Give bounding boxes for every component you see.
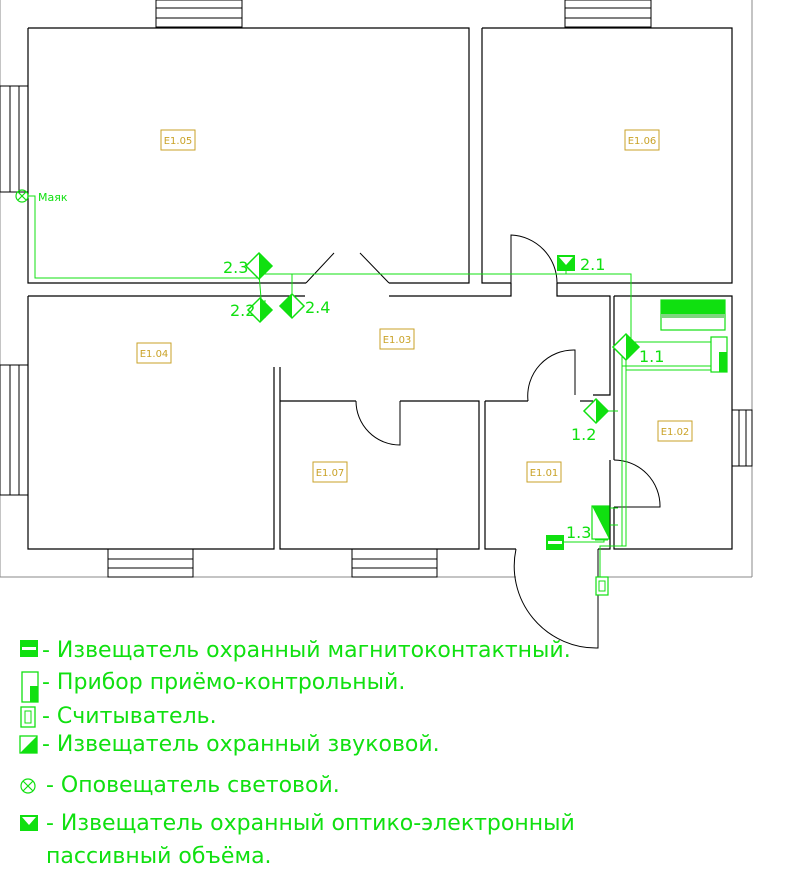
sound-detector-icon <box>278 292 306 320</box>
sound-detector-icon <box>582 397 610 425</box>
wiring <box>28 195 714 577</box>
sound-detector-icon <box>246 296 274 324</box>
control-panel-icon <box>21 671 39 703</box>
room-label: E1.01 <box>530 468 559 479</box>
magnetic-contact-icon <box>20 640 38 657</box>
room-label: E1.07 <box>316 468 345 479</box>
room-e1-05: E1.05 <box>160 129 196 151</box>
volume-detector-icon <box>557 255 575 271</box>
device-label: 1.3 <box>566 523 591 542</box>
device-label: 2.4 <box>305 298 330 317</box>
room-label: E1.04 <box>140 349 169 360</box>
sound-detector-icon <box>244 251 274 281</box>
device-label: 1.2 <box>571 425 596 444</box>
sound-detector-icon <box>591 505 610 540</box>
devices: Маяк 2.1 2.3 2.2 2.4 1.1 <box>15 189 728 596</box>
reader-icon <box>20 706 36 728</box>
volume-detector-icon <box>20 815 38 831</box>
device-label: 2.3 <box>223 258 248 277</box>
room-e1-04: E1.04 <box>136 342 172 364</box>
windows <box>0 0 753 578</box>
sound-detector-icon <box>611 332 641 362</box>
room-e1-03: E1.03 <box>379 328 415 350</box>
room-e1-02: E1.02 <box>657 420 693 442</box>
room-label: E1.03 <box>383 335 412 346</box>
light-beacon-icon <box>15 189 29 203</box>
room-e1-06: E1.06 <box>624 129 660 151</box>
light-beacon-icon <box>20 778 36 794</box>
device-label: 1.1 <box>639 347 664 366</box>
room-label: E1.02 <box>661 427 690 438</box>
walls <box>27 27 733 550</box>
sound-detector-icon <box>19 735 38 754</box>
beacon-label: Маяк <box>38 191 68 204</box>
legend-icons <box>19 640 39 831</box>
building-outline <box>0 0 753 578</box>
reader-icon <box>595 576 609 596</box>
room-e1-01: E1.01 <box>526 461 562 483</box>
device-label: 2.1 <box>580 255 605 274</box>
device-label: 2.2 <box>230 301 255 320</box>
magnetic-contact-icon <box>546 535 564 550</box>
room-label: E1.05 <box>164 136 193 147</box>
control-panel-icon <box>660 299 728 373</box>
room-e1-07: E1.07 <box>312 461 348 483</box>
room-label: E1.06 <box>628 136 657 147</box>
room-labels: E1.05 E1.06 E1.04 E1.03 E1.07 E1.01 E1.0… <box>136 129 693 483</box>
